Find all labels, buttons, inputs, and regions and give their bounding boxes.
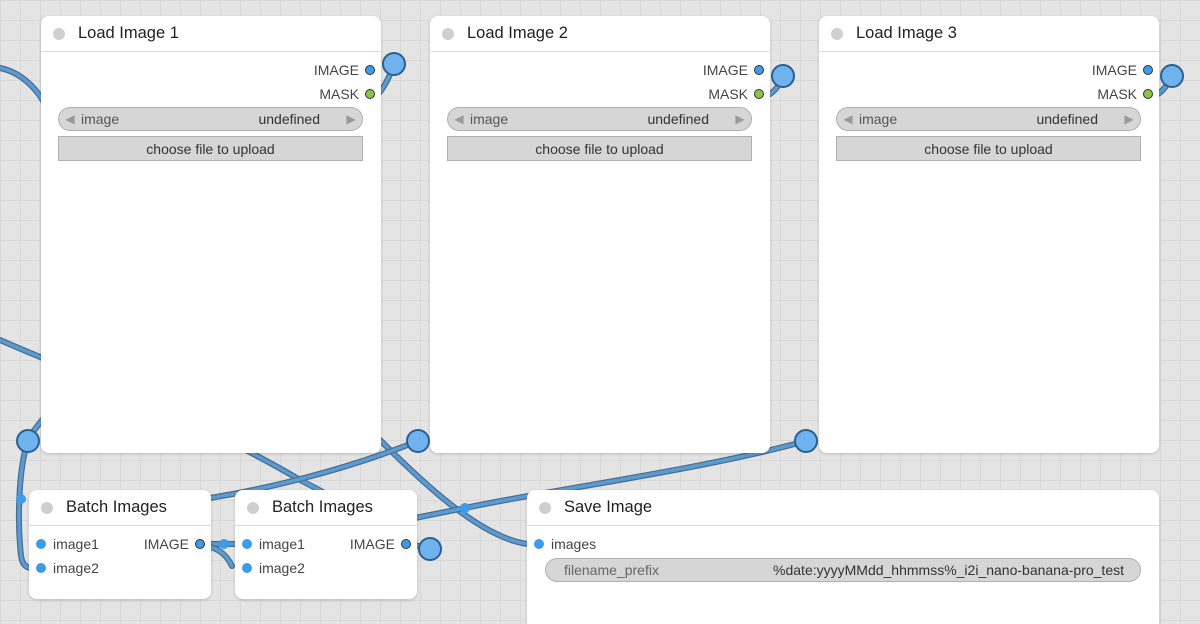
arrow-left-icon[interactable]: ◀ [65, 112, 75, 126]
status-dot-icon [831, 27, 843, 40]
wire-loadimage3-out [1155, 73, 1175, 97]
node-title: Batch Images [66, 498, 167, 516]
output-image[interactable]: IMAGE [314, 59, 375, 81]
field-value: %date:yyyyMMdd_hhmmss%_i2i_nano-banana-p… [773, 562, 1124, 578]
arrow-left-icon[interactable]: ◀ [454, 112, 464, 126]
wire-left-reroute [15, 438, 33, 571]
wire-left-up [25, 417, 45, 444]
input-slot-icon[interactable] [36, 539, 46, 549]
input-image1[interactable]: image1 [36, 533, 99, 555]
status-dot-icon [442, 27, 454, 40]
wire-loadimage2-out [767, 73, 786, 97]
field-name: filename_prefix [564, 562, 659, 578]
combo-name: image [859, 111, 898, 127]
output-label: MASK [1097, 86, 1137, 102]
node-title: Load Image 2 [467, 24, 568, 42]
input-image1[interactable]: image1 [242, 533, 305, 555]
status-dot-icon [53, 27, 65, 40]
output-label: IMAGE [313, 62, 359, 78]
status-dot-icon [41, 501, 53, 514]
output-slot-icon[interactable] [754, 89, 764, 99]
combo-name: image [470, 111, 509, 127]
input-image2[interactable]: image2 [242, 557, 305, 579]
arrow-right-icon[interactable]: ▶ [346, 112, 356, 126]
upload-button[interactable]: choose file to upload [58, 136, 363, 161]
input-slot-icon[interactable] [36, 563, 46, 573]
input-images[interactable]: images [534, 533, 596, 555]
combo-name: image [81, 111, 120, 127]
output-image[interactable]: IMAGE [350, 533, 411, 555]
node-header[interactable]: Load Image 2 [430, 16, 770, 52]
output-mask[interactable]: MASK [708, 83, 764, 105]
input-label: image2 [259, 560, 305, 576]
output-label: IMAGE [702, 62, 748, 78]
node-title: Batch Images [272, 498, 373, 516]
load-image-node-3[interactable]: Load Image 3 IMAGE MASK ◀ image undefine… [819, 16, 1159, 453]
status-dot-icon [539, 501, 551, 514]
image-combo[interactable]: ◀ image undefined ▶ [58, 107, 363, 131]
upload-button[interactable]: choose file to upload [836, 136, 1141, 161]
output-label: IMAGE [143, 536, 189, 552]
output-image[interactable]: IMAGE [144, 533, 205, 555]
node-title: Load Image 3 [856, 24, 957, 42]
output-image[interactable]: IMAGE [703, 59, 764, 81]
input-image2[interactable]: image2 [36, 557, 99, 579]
output-slot-icon[interactable] [365, 89, 375, 99]
output-slot-icon[interactable] [195, 539, 205, 549]
input-slot-icon[interactable] [242, 563, 252, 573]
input-slot-icon[interactable] [534, 539, 544, 549]
node-title: Load Image 1 [78, 24, 179, 42]
output-label: IMAGE [1091, 62, 1137, 78]
node-header[interactable]: Batch Images [29, 490, 211, 526]
load-image-node-2[interactable]: Load Image 2 IMAGE MASK ◀ image undefine… [430, 16, 770, 453]
output-slot-icon[interactable] [365, 65, 375, 75]
batch-images-node-2[interactable]: Batch Images image1 image2 IMAGE [235, 490, 417, 599]
arrow-right-icon[interactable]: ▶ [1124, 112, 1134, 126]
load-image-node-1[interactable]: Load Image 1 IMAGE MASK ◀ image undefine… [41, 16, 381, 453]
wire-loadimage2-to-save [377, 437, 531, 547]
input-label: image1 [53, 536, 99, 552]
input-label: images [551, 536, 597, 552]
image-combo[interactable]: ◀ image undefined ▶ [447, 107, 752, 131]
arrow-right-icon[interactable]: ▶ [735, 112, 745, 126]
output-label: IMAGE [349, 536, 395, 552]
node-header[interactable]: Load Image 3 [819, 16, 1159, 52]
node-title: Save Image [564, 498, 653, 516]
node-header[interactable]: Batch Images [235, 490, 417, 526]
output-slot-icon[interactable] [1143, 65, 1153, 75]
input-slot-icon[interactable] [242, 539, 252, 549]
image-combo[interactable]: ◀ image undefined ▶ [836, 107, 1141, 131]
output-slot-icon[interactable] [1143, 89, 1153, 99]
wire-loadimage2-to-batch [207, 438, 421, 501]
output-image[interactable]: IMAGE [1092, 59, 1153, 81]
output-slot-icon[interactable] [754, 65, 764, 75]
filename-prefix-field[interactable]: filename_prefix %date:yyyyMMdd_hhmmss%_i… [545, 558, 1141, 582]
arrow-left-icon[interactable]: ◀ [843, 112, 853, 126]
wire-loadimage1-out [377, 61, 397, 95]
status-dot-icon [247, 501, 259, 514]
output-slot-icon[interactable] [401, 539, 411, 549]
output-label: MASK [708, 86, 748, 102]
output-mask[interactable]: MASK [319, 83, 375, 105]
node-header[interactable]: Load Image 1 [41, 16, 381, 52]
combo-value: undefined [258, 111, 320, 127]
node-header[interactable]: Save Image [527, 490, 1159, 526]
batch-images-node-1[interactable]: Batch Images image1 image2 IMAGE [29, 490, 211, 599]
combo-value: undefined [1036, 111, 1098, 127]
save-image-node[interactable]: Save Image images filename_prefix %date:… [527, 490, 1159, 624]
input-label: image1 [259, 536, 305, 552]
input-label: image2 [53, 560, 99, 576]
upload-button[interactable]: choose file to upload [447, 136, 752, 161]
combo-value: undefined [647, 111, 709, 127]
output-mask[interactable]: MASK [1097, 83, 1153, 105]
output-label: MASK [319, 86, 359, 102]
